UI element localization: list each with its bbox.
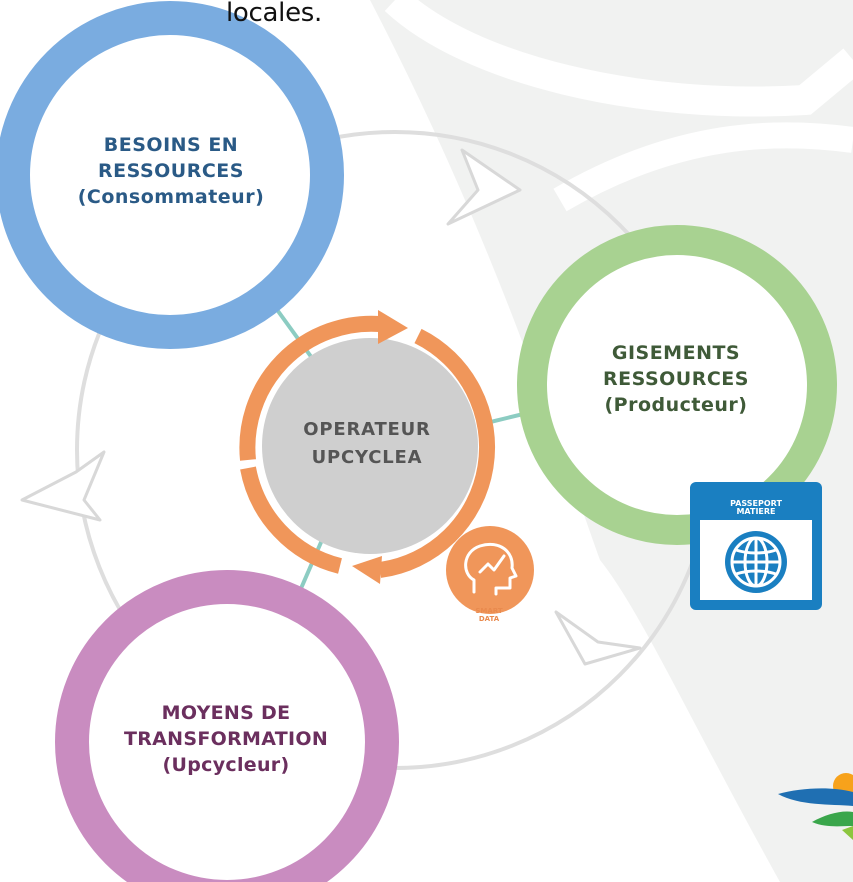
gisements-circle	[517, 225, 837, 545]
moyens-line-3: (Upcycleur)	[162, 754, 290, 777]
passeport-line-2: MATIERE	[736, 507, 776, 517]
cycle-arrow-right	[554, 610, 642, 666]
besoins-label: BESOINS EN RESSOURCES (Consommateur)	[48, 132, 294, 211]
moyens-line-2: TRANSFORMATION	[123, 728, 329, 751]
operateur-line-2: UPCYCLEA	[311, 446, 423, 468]
background-arc	[553, 122, 853, 212]
operateur-ring-upper	[239, 315, 381, 461]
smart-data-badge	[446, 526, 534, 614]
gisements-label: GISEMENTS RESSOURCES (Producteur)	[560, 340, 792, 419]
operateur-ring-left-tail	[240, 466, 343, 574]
operateur-arrow-lower	[352, 556, 382, 584]
gisements-line-3: (Producteur)	[604, 394, 748, 417]
besoins-line-1: BESOINS EN	[103, 134, 239, 156]
caption-text: locales.	[226, 0, 322, 28]
smart-data-label: SMART DATA	[466, 607, 512, 623]
smart-data-line-1: SMART	[475, 607, 503, 615]
gisements-line-2: RESSOURCES	[603, 368, 749, 391]
operateur-label: OPERATEUR UPCYCLEA	[262, 416, 472, 472]
cycle-arrow-left	[20, 450, 106, 522]
besoins-line-2: RESSOURCES	[98, 160, 244, 183]
operateur-arrow-upper	[378, 310, 408, 344]
passeport-line-1: PASSEPORT	[730, 499, 782, 508]
globe-icon	[725, 531, 787, 593]
moyens-circle	[55, 570, 399, 882]
moyens-label: MOYENS DE TRANSFORMATION (Upcycleur)	[88, 700, 364, 779]
gisements-line-1: GISEMENTS	[611, 342, 741, 364]
head-analytics-icon	[464, 543, 518, 596]
operateur-core	[262, 338, 478, 554]
besoins-circle	[0, 1, 344, 349]
background-curve	[384, 0, 853, 117]
passeport-label: PASSEPORT MATIERE	[702, 499, 810, 517]
brand-logo	[778, 773, 853, 840]
cycle-arrow-top	[446, 148, 522, 226]
operateur-line-1: OPERATEUR	[303, 419, 431, 440]
smart-data-line-2: DATA	[478, 614, 500, 623]
besoins-line-3: (Consommateur)	[77, 186, 265, 209]
operateur-ring-lower	[378, 328, 496, 578]
moyens-line-1: MOYENS DE	[161, 702, 291, 724]
